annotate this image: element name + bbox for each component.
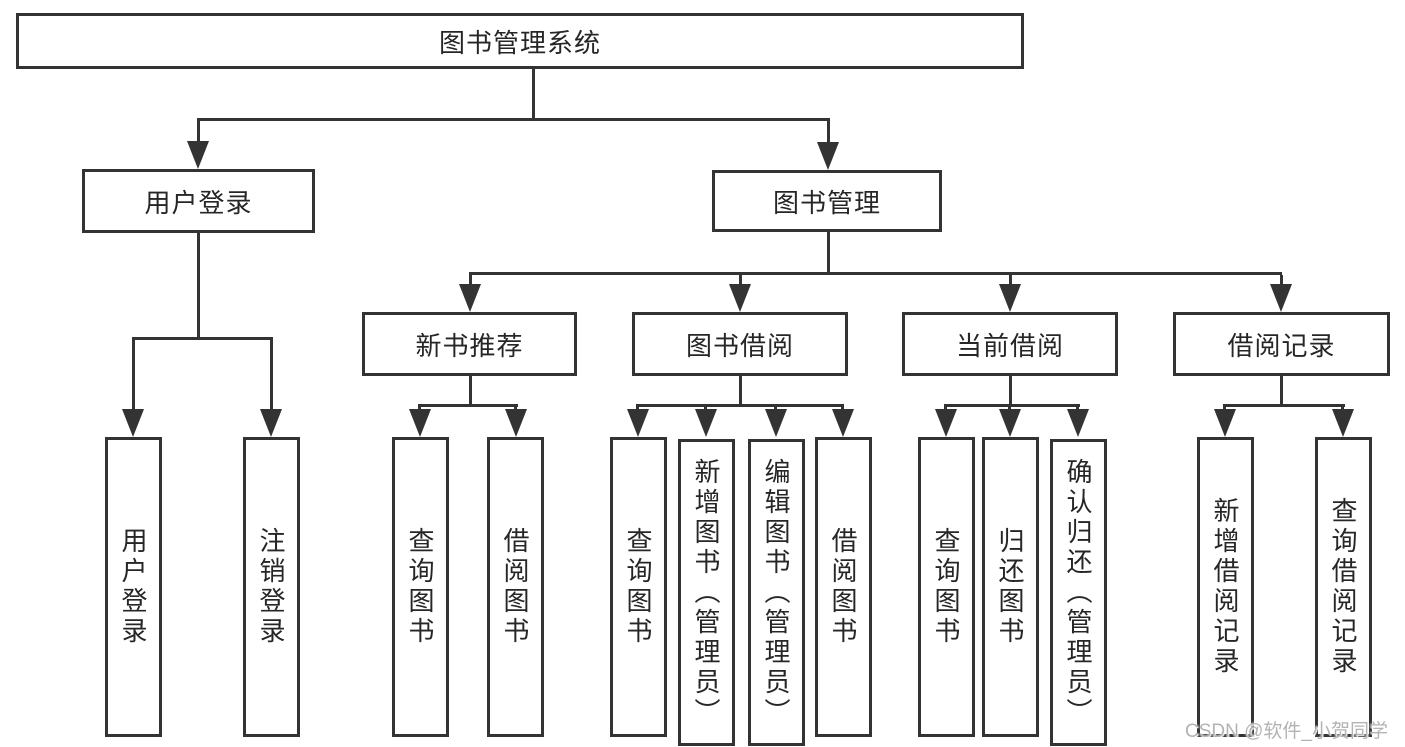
leaf-borrow-book-2: 借阅图书 — [815, 437, 872, 737]
arrow-down-icon — [459, 284, 481, 312]
connector-line — [132, 337, 273, 340]
arrow-down-icon — [505, 409, 527, 437]
arrow-down-icon — [817, 142, 839, 170]
connector-line — [739, 376, 742, 407]
leaf-edit-book-admin: 编辑图书（管理员） — [748, 439, 805, 746]
connector-line — [197, 233, 200, 340]
connector-line — [704, 404, 707, 412]
connector-line — [469, 376, 472, 407]
connector-line — [469, 272, 1282, 275]
connector-line — [469, 275, 472, 286]
node-label: 用户登录 — [118, 527, 148, 647]
connector-line — [636, 404, 844, 407]
leaf-query-book-1: 查询图书 — [392, 437, 449, 737]
leaf-query-borrow-record: 查询借阅记录 — [1315, 437, 1372, 737]
connector-line — [1008, 404, 1011, 412]
arrow-down-icon — [627, 409, 649, 437]
leaf-confirm-return-admin: 确认归还（管理员） — [1050, 439, 1107, 746]
connector-line — [197, 121, 200, 143]
connector-line — [1076, 404, 1079, 412]
leaf-logout: 注销登录 — [243, 437, 300, 737]
leaf-query-book-2: 查询图书 — [610, 437, 667, 737]
connector-line — [532, 69, 535, 121]
leaf-query-book-3: 查询图书 — [918, 437, 975, 737]
connector-line — [1280, 275, 1283, 286]
node-borrow-records: 借阅记录 — [1173, 312, 1390, 376]
connector-line — [944, 404, 1080, 407]
node-label: 归还图书 — [995, 527, 1025, 647]
arrow-down-icon — [765, 409, 787, 437]
leaf-return-book: 归还图书 — [982, 437, 1039, 737]
connector-line — [197, 118, 830, 121]
arrow-down-icon — [832, 409, 854, 437]
connector-line — [270, 340, 273, 411]
node-label: 查询借阅记录 — [1328, 497, 1358, 677]
node-new-book-recommend: 新书推荐 — [362, 312, 577, 376]
arrow-down-icon — [935, 409, 957, 437]
node-library-system: 图书管理系统 — [16, 13, 1024, 69]
arrow-down-icon — [999, 409, 1021, 437]
node-label: 查询图书 — [405, 527, 435, 647]
node-current-borrow: 当前借阅 — [902, 312, 1118, 376]
connector-line — [827, 121, 830, 144]
arrow-down-icon — [695, 409, 717, 437]
node-label: 借阅图书 — [828, 527, 858, 647]
connector-line — [1341, 404, 1344, 412]
node-label: 图书管理系统 — [438, 27, 601, 58]
arrow-down-icon — [260, 409, 282, 437]
node-label: 借阅记录 — [1227, 330, 1336, 361]
connector-line — [514, 404, 517, 412]
node-label: 注销登录 — [256, 527, 286, 647]
connector-line — [739, 275, 742, 286]
connector-line — [418, 404, 518, 407]
node-label: 新书推荐 — [415, 330, 524, 361]
node-label: 当前借阅 — [955, 330, 1064, 361]
connector-line — [1280, 376, 1283, 407]
arrow-down-icon — [1214, 409, 1236, 437]
csdn-watermark: CSDN @软件_小贺同学 — [1185, 721, 1388, 742]
arrow-down-icon — [187, 141, 209, 169]
node-label: 用户登录 — [144, 187, 253, 218]
node-label: 新增借阅记录 — [1210, 497, 1240, 677]
connector-line — [944, 404, 947, 412]
node-label: 查询图书 — [623, 527, 653, 647]
node-label: 借阅图书 — [500, 527, 530, 647]
leaf-add-book-admin: 新增图书（管理员） — [678, 439, 735, 746]
connector-line — [827, 232, 830, 275]
leaf-borrow-book-1: 借阅图书 — [487, 437, 544, 737]
node-label: 图书管理 — [772, 187, 881, 218]
connector-line — [1009, 275, 1012, 286]
connector-line — [418, 404, 421, 412]
node-label: 图书借阅 — [685, 330, 794, 361]
node-user-login: 用户登录 — [82, 169, 315, 233]
leaf-add-borrow-record: 新增借阅记录 — [1197, 437, 1254, 737]
arrow-down-icon — [1332, 409, 1354, 437]
node-label: 查询图书 — [931, 527, 961, 647]
arrow-down-icon — [122, 409, 144, 437]
node-book-borrow: 图书借阅 — [632, 312, 848, 376]
arrow-down-icon — [409, 409, 431, 437]
node-label: 新增图书（管理员） — [691, 457, 721, 728]
node-book-management: 图书管理 — [712, 170, 942, 232]
connector-line — [1009, 376, 1012, 407]
connector-line — [1223, 404, 1226, 412]
node-label: 确认归还（管理员） — [1063, 457, 1093, 728]
connector-line — [841, 404, 844, 412]
arrow-down-icon — [999, 284, 1021, 312]
arrow-down-icon — [1067, 409, 1089, 437]
leaf-user-login: 用户登录 — [105, 437, 162, 737]
connector-line — [1223, 404, 1345, 407]
arrow-down-icon — [1270, 284, 1292, 312]
node-label: 编辑图书（管理员） — [761, 457, 791, 728]
arrow-down-icon — [729, 284, 751, 312]
connector-line — [636, 404, 639, 412]
connector-line — [132, 340, 135, 411]
connector-line — [774, 404, 777, 412]
